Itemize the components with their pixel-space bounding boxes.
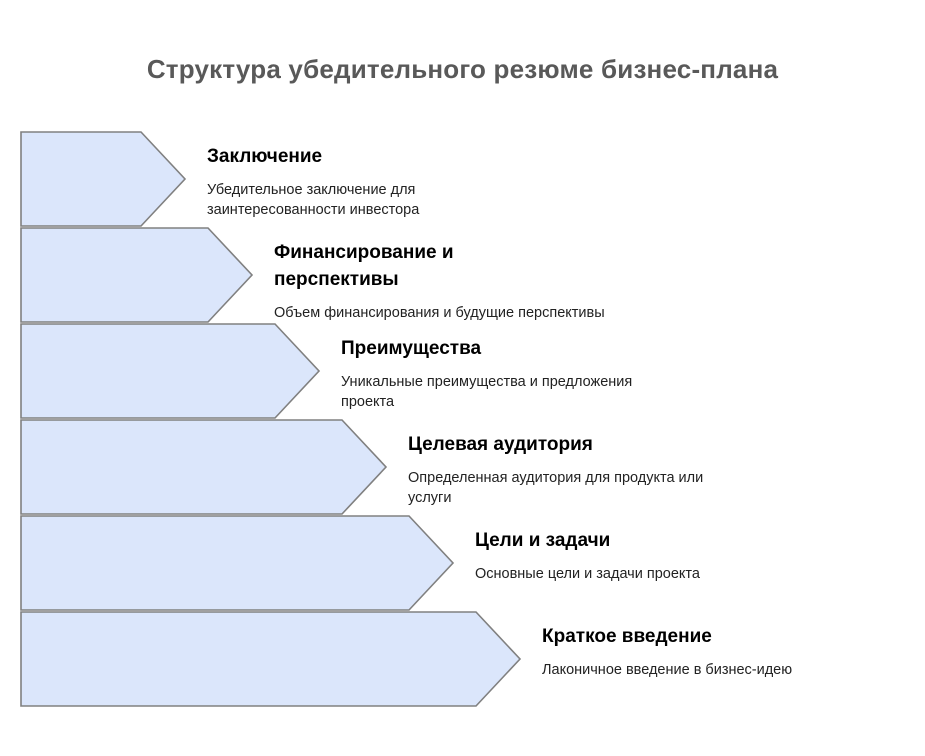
stage-text: Цели и задачи Основные цели и задачи про… [475, 527, 847, 584]
stage-description: Лаконичное введение в бизнес-идею [542, 662, 793, 678]
arrow-stack: Заключение Убедительное заключение для з… [20, 131, 925, 707]
stage-row-financing: Финансирование и перспективы Объем финан… [20, 227, 925, 323]
stage-description: Основные цели и задачи проекта [475, 566, 700, 582]
stage-text: Преимущества Уникальные преимущества и п… [341, 335, 713, 412]
stage-title: Преимущества [341, 338, 482, 359]
stage-row-introduction: Краткое введение Лаконичное введение в б… [20, 611, 925, 707]
stage-title: Финансирование и перспективы [274, 242, 454, 290]
stage-row-goals: Цели и задачи Основные цели и задачи про… [20, 515, 925, 611]
stage-description: Определенная аудитория для продукта или … [408, 470, 704, 506]
stage-text: Краткое введение Лаконичное введение в б… [542, 623, 914, 680]
stage-row-target-audience: Целевая аудитория Определенная аудитория… [20, 419, 925, 515]
stage-row-advantages: Преимущества Уникальные преимущества и п… [20, 323, 925, 419]
stage-description: Уникальные преимущества и предложения пр… [341, 374, 633, 410]
stage-text: Финансирование и перспективы Объем финан… [274, 239, 646, 323]
arrow-shape [20, 131, 187, 227]
stage-row-conclusion: Заключение Убедительное заключение для з… [20, 131, 925, 227]
stage-title: Целевая аудитория [408, 434, 593, 455]
stage-description: Убедительное заключение для заинтересова… [207, 182, 420, 218]
stage-title: Краткое введение [542, 626, 712, 647]
arrow-shape [20, 419, 388, 515]
stage-title: Заключение [207, 146, 323, 167]
stage-title: Цели и задачи [475, 530, 611, 551]
arrow-shape [20, 227, 254, 323]
arrow-shape [20, 515, 455, 611]
stage-text: Целевая аудитория Определенная аудитория… [408, 431, 780, 508]
stage-description: Объем финансирования и будущие перспекти… [274, 305, 605, 321]
arrow-shape [20, 611, 522, 707]
stage-text: Заключение Убедительное заключение для з… [207, 143, 579, 220]
page-title: Структура убедительного резюме бизнес-пл… [146, 54, 779, 84]
arrow-shape [20, 323, 321, 419]
